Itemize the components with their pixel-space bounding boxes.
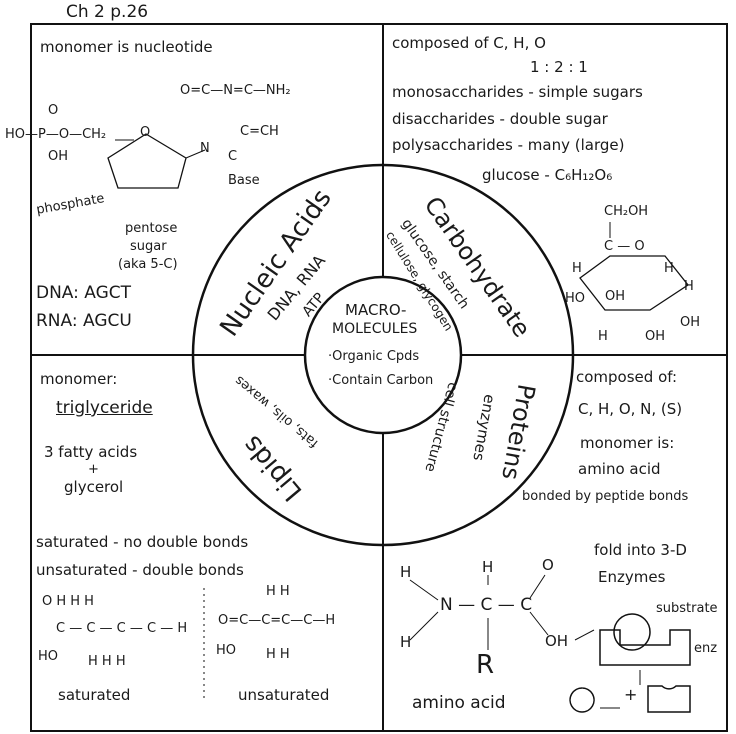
saturated-structure: C — C — C — C — H	[56, 621, 188, 636]
glucose-ring	[579, 255, 689, 311]
outer-frame	[30, 23, 728, 732]
base-structure: O=C—N=C—NH₂	[180, 83, 291, 98]
peptide-bonds: bonded by peptide bonds	[522, 489, 689, 504]
svg-text:+: +	[624, 685, 637, 704]
glucose-formula: glucose - C₆H₁₂O₆	[482, 166, 613, 184]
enzyme-label: enz	[694, 641, 718, 656]
lipid-monomer-label: monomer:	[40, 370, 118, 388]
center-title-2: MOLECULES	[332, 321, 418, 337]
enzyme-shape	[599, 629, 691, 666]
carb-ratio: 1 : 2 : 1	[530, 58, 588, 76]
protein-monomer-label: monomer is:	[580, 434, 675, 452]
center-title-1: MACRO-	[345, 301, 407, 319]
rna-bases: RNA: AGCU	[36, 311, 132, 331]
center-bullet-organic: ·Organic Cpds	[328, 349, 420, 364]
fold-3d: fold into 3-D	[594, 541, 687, 559]
inner-circle	[303, 275, 463, 435]
substrate-label: substrate	[656, 601, 718, 616]
dna-bases: DNA: AGCT	[36, 283, 132, 303]
carb-disaccharides: disaccharides - double sugar	[392, 110, 608, 128]
protein-composition: composed of:	[576, 368, 678, 386]
unsaturated-label: unsaturated	[238, 686, 330, 704]
page-title: Ch 2 p.26	[66, 2, 149, 22]
base-label: Base	[228, 173, 260, 188]
center-bullet-carbon: ·Contain Carbon	[328, 373, 434, 388]
unsaturated-definition: unsaturated - double bonds	[36, 561, 244, 579]
nucleic-monomer: monomer is nucleotide	[40, 38, 213, 56]
nucleotide-phosphate-chain: HO—P—O—CH₂	[5, 127, 107, 142]
protein-elements: C, H, O, N, (S)	[578, 400, 683, 418]
unsaturated-structure: O=C—C=C—C—H	[218, 613, 336, 628]
saturated-definition: saturated - no double bonds	[36, 533, 249, 551]
glycerol: glycerol	[64, 478, 124, 496]
pentose-label: pentose	[125, 221, 178, 236]
saturated-label: saturated	[58, 686, 131, 704]
pentose-ring	[107, 133, 187, 189]
glucose-ring-top-row: C — O	[604, 239, 645, 254]
amino-acid-label: amino acid	[412, 693, 506, 713]
amino-acid-structure: N — C — C	[440, 595, 533, 615]
substrate-shape	[613, 613, 651, 651]
carb-composition: composed of C, H, O	[392, 34, 546, 52]
protein-monomer: amino acid	[578, 460, 661, 478]
fatty-acids: 3 fatty acids	[44, 443, 138, 461]
carb-polysaccharides: polysaccharides - many (large)	[392, 136, 625, 154]
carb-monosaccharides: monosaccharides - simple sugars	[392, 83, 643, 101]
triglyceride: triglyceride	[56, 398, 153, 418]
enzymes-label: Enzymes	[598, 568, 666, 586]
